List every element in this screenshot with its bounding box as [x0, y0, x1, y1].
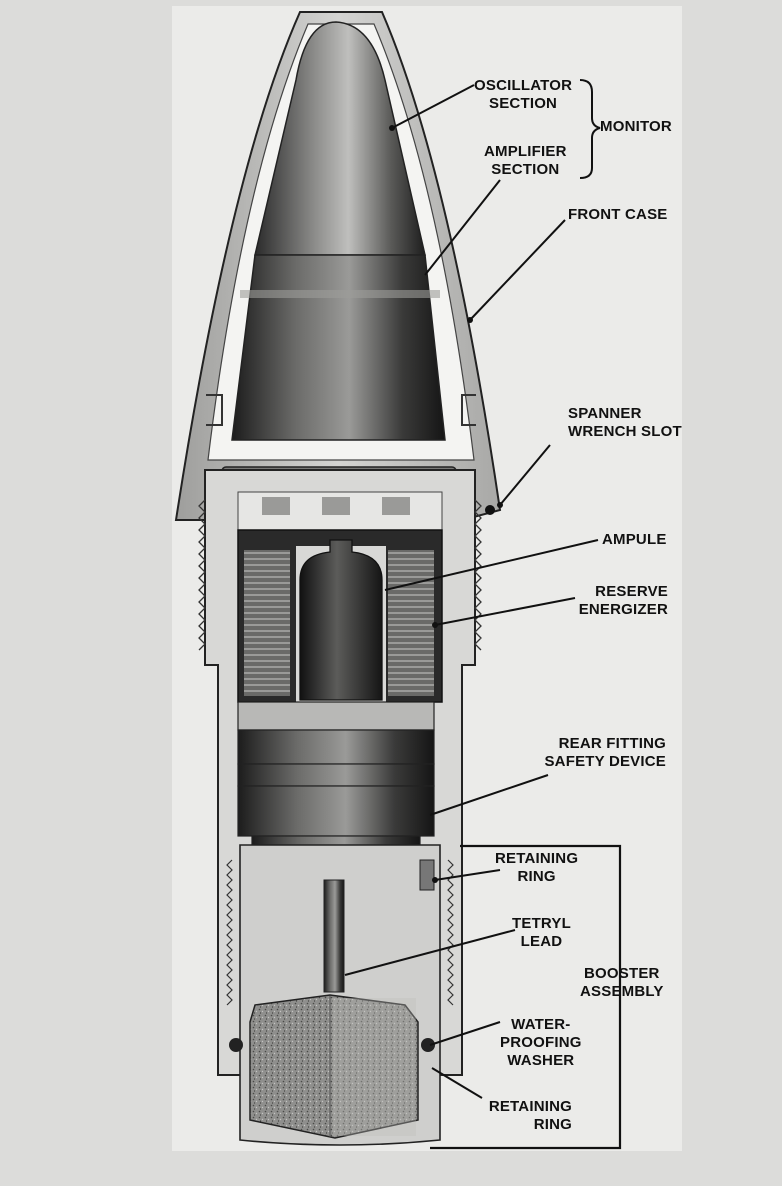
- booster-bracket: [430, 844, 622, 1150]
- rear-fitting-safety-device: [237, 785, 435, 837]
- label-oscillator-section: OSCILLATOR SECTION: [474, 77, 573, 112]
- ampule: [299, 539, 383, 701]
- label-monitor: MONITOR: [600, 118, 672, 135]
- tetryl-lead: [323, 879, 345, 993]
- label-waterproofing-washer: WATER- PROOFING WASHER: [500, 1016, 582, 1069]
- label-retaining-ring-upper: RETAINING RING: [495, 850, 579, 885]
- label-ampule: AMPULE: [602, 531, 667, 548]
- label-amplifier-section: AMPLIFIER SECTION: [484, 143, 567, 178]
- label-retaining-ring-lower: RETAINING RING: [488, 1098, 572, 1133]
- label-front-case: FRONT CASE: [568, 206, 668, 223]
- spanner-slot: [485, 505, 495, 515]
- label-rear-fitting-safety-device: REAR FITTING SAFETY DEVICE: [544, 735, 666, 770]
- label-tetryl-lead: TETRYL LEAD: [512, 915, 571, 950]
- monitor-brace: [579, 79, 601, 179]
- booster-charge: [249, 994, 419, 1139]
- label-spanner-wrench-slot: SPANNER WRENCH SLOT: [568, 405, 682, 440]
- amplifier-section: [231, 254, 446, 441]
- label-reserve-energizer: RESERVE ENERGIZER: [578, 583, 668, 618]
- waterproofing-washer: [421, 1038, 435, 1052]
- label-booster-assembly: BOOSTER ASSEMBLY: [580, 965, 664, 1000]
